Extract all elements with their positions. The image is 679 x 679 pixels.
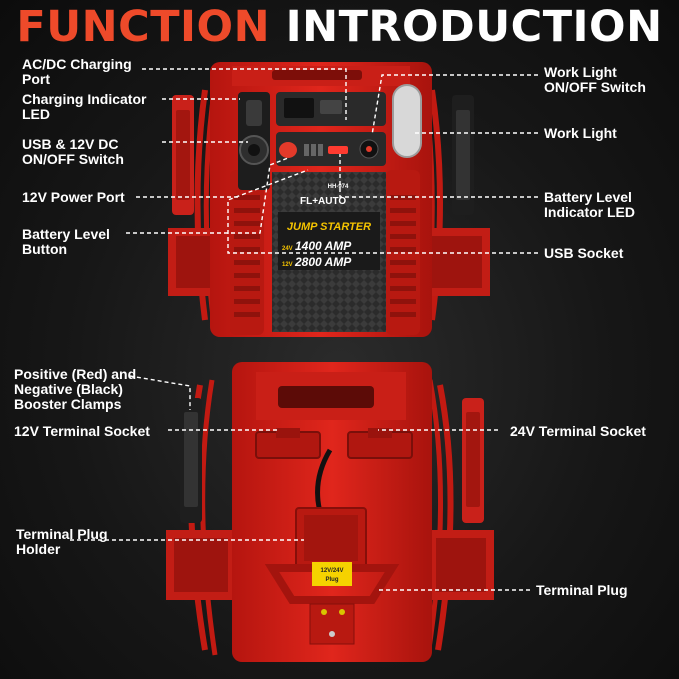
battery-level-led-bar [328, 146, 348, 154]
device-product: JUMP STARTER [287, 221, 371, 233]
label-12v-power-port: 12V Power Port [22, 190, 125, 205]
label-charging-indicator-led: Charging Indicator LED [22, 92, 146, 122]
label-line: Battery Level [22, 226, 110, 242]
label-line: Button [22, 241, 68, 257]
page-title: FUNCTION INTRODUCTION [0, 2, 679, 52]
label-line: ON/OFF Switch [22, 151, 124, 167]
work-light [392, 84, 422, 158]
back-view-unit: 12V/24V Plug [166, 362, 494, 662]
label-terminal-plug-holder: Terminal Plug Holder [16, 527, 108, 557]
label-line: Booster Clamps [14, 396, 122, 412]
label-line: Work Light [544, 64, 617, 80]
title-word-function: FUNCTION [16, 2, 271, 52]
label-line: 24V Terminal Socket [510, 423, 646, 439]
label-ac-dc-charging-port: AC/DC Charging Port [22, 57, 132, 87]
device-brand: FL+AUTO [300, 196, 346, 207]
label-booster-clamps: Positive (Red) and Negative (Black) Boos… [14, 367, 136, 412]
rating-12v: 2800 AMP [294, 255, 352, 269]
label-line: Negative (Black) [14, 381, 123, 397]
label-line: ON/OFF Switch [544, 79, 646, 95]
device-model: HH-974 [328, 184, 349, 190]
plug-tag-line2: Plug [326, 577, 339, 583]
label-usb-socket: USB Socket [544, 246, 623, 261]
rating-24v: 1400 AMP [295, 239, 352, 253]
label-line: AC/DC Charging [22, 56, 132, 72]
label-line: USB Socket [544, 245, 624, 261]
label-line: Battery Level [544, 189, 632, 205]
leader-lines [70, 68, 538, 591]
power-switch-left [246, 100, 262, 126]
label-line: Terminal Plug [536, 582, 628, 598]
rating-24v-prefix: 24V [282, 246, 293, 252]
label-line: LED [22, 106, 50, 122]
label-line: USB & 12V DC [22, 136, 119, 152]
label-line: Indicator LED [544, 204, 636, 220]
plug-tag-line1: 12V/24V [320, 568, 343, 574]
rating-12v-prefix: 12V [282, 262, 293, 268]
label-work-light: Work Light [544, 126, 617, 141]
label-terminal-plug: Terminal Plug [536, 583, 628, 598]
title-word-introduction: INTRODUCTION [285, 2, 663, 52]
battery-level-button [279, 142, 297, 158]
label-usb-12v-switch: USB & 12V DC ON/OFF Switch [22, 137, 124, 167]
label-24v-terminal-socket: 24V Terminal Socket [510, 424, 646, 439]
label-battery-level-led: Battery Level Indicator LED [544, 190, 635, 220]
label-12v-terminal-socket: 12V Terminal Socket [14, 424, 150, 439]
label-line: Port [22, 71, 50, 87]
label-battery-level-button: Battery Level Button [22, 227, 110, 257]
label-line: Charging Indicator [22, 91, 147, 107]
label-line: 12V Terminal Socket [14, 423, 150, 439]
label-line: Work Light [544, 125, 617, 141]
label-line: 12V Power Port [22, 189, 125, 205]
label-line: Terminal Plug [16, 526, 108, 542]
label-work-light-switch: Work Light ON/OFF Switch [544, 65, 646, 95]
label-line: Positive (Red) and [14, 366, 137, 382]
front-view-unit: HH-974 FL+AUTO JUMP STARTER 24V 1400 AMP… [168, 62, 490, 337]
label-line: Holder [16, 541, 61, 557]
